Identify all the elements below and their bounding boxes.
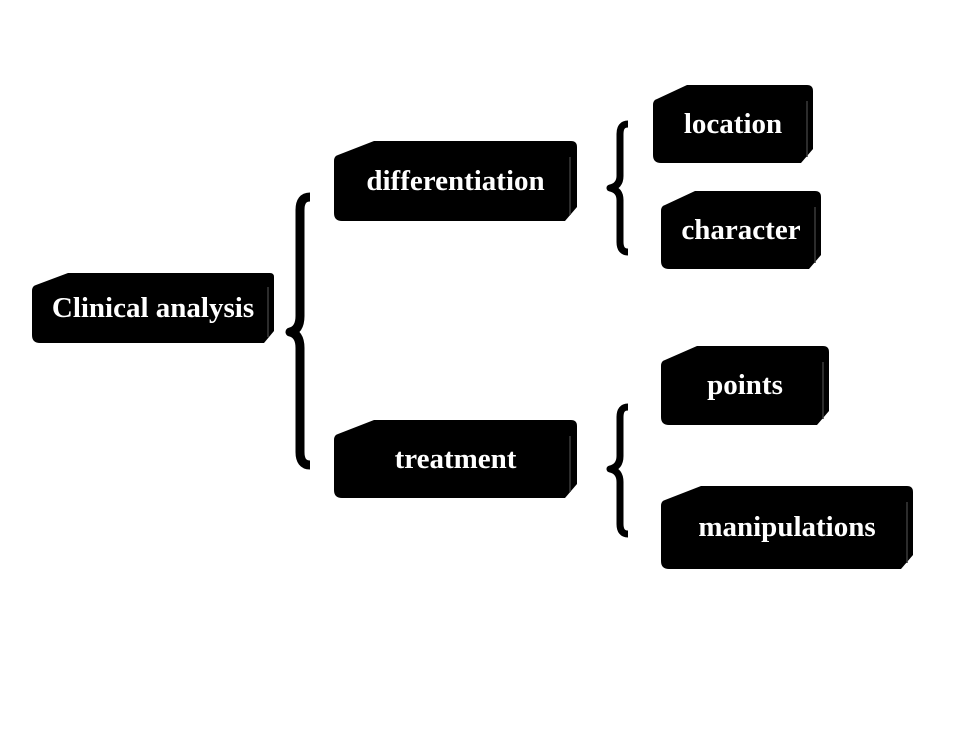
root-node-label: Clinical analysis	[51, 291, 255, 324]
leaf-node-location-shape	[653, 85, 813, 163]
differentiation-brace	[606, 120, 629, 256]
branch-node-differentiation: differentiation	[334, 141, 577, 221]
root-brace	[285, 192, 311, 470]
branch-node-treatment-shape	[334, 420, 577, 498]
branch-node-differentiation-label: differentiation	[366, 164, 545, 197]
leaf-node-points-shape	[661, 346, 829, 425]
leaf-node-manipulations-label: manipulations	[698, 511, 876, 543]
root-node: Clinical analysis	[32, 273, 274, 343]
leaf-node-points-label: points	[707, 369, 783, 401]
leaf-node-manipulations: manipulations	[661, 486, 913, 569]
leaf-node-character: character	[661, 191, 821, 269]
treatment-brace	[606, 403, 629, 538]
leaf-node-location: location	[653, 85, 813, 163]
branch-node-treatment-label: treatment	[394, 442, 517, 475]
leaf-node-manipulations-shape	[661, 486, 913, 569]
leaf-node-character-label: character	[681, 213, 801, 246]
leaf-node-character-shape	[661, 191, 821, 269]
branch-node-differentiation-shape	[334, 141, 577, 221]
leaf-node-points: points	[661, 346, 829, 425]
leaf-node-location-label: location	[683, 107, 783, 140]
branch-node-treatment: treatment	[334, 420, 577, 498]
root-node-shape	[32, 273, 274, 343]
